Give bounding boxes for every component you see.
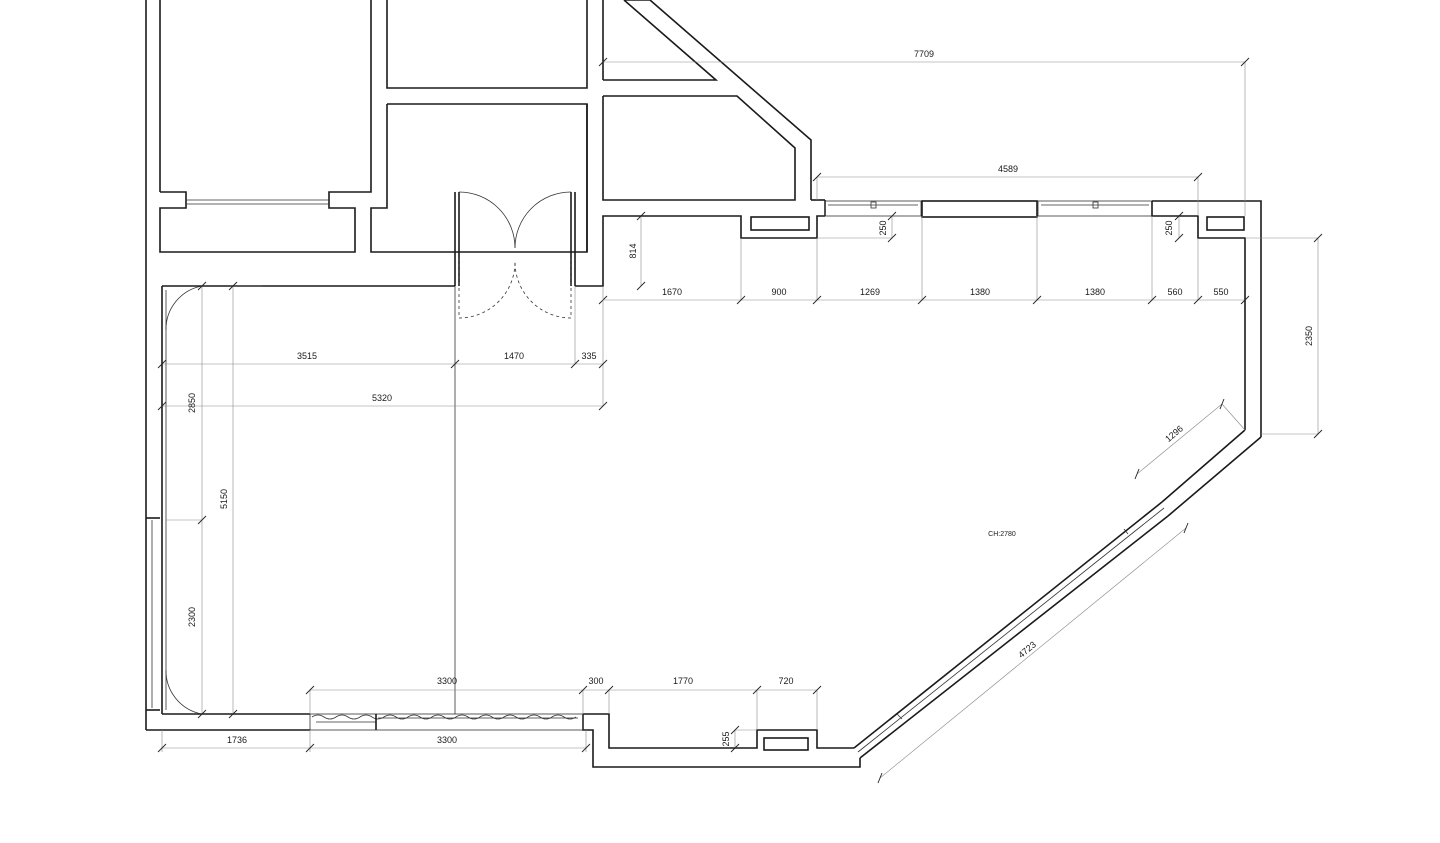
- dim-560: 560: [1167, 287, 1182, 297]
- top-window-run: [824, 200, 1262, 517]
- dim-814: 814: [628, 243, 638, 258]
- dim-255: 255: [721, 731, 731, 746]
- dim-3300-top: 3300: [437, 676, 457, 686]
- dim-1736: 1736: [227, 735, 247, 745]
- dim-3515: 3515: [297, 351, 317, 361]
- dim-1470: 1470: [504, 351, 524, 361]
- dim-5150: 5150: [219, 489, 229, 509]
- dim-4723: 4723: [1016, 639, 1038, 660]
- dimension-lines: [157, 57, 1323, 784]
- dim-1770: 1770: [673, 676, 693, 686]
- dim-2300: 2300: [187, 607, 197, 627]
- dim-720: 720: [778, 676, 793, 686]
- ceiling-height-label: CH:2780: [988, 531, 1016, 538]
- dim-1380-b: 1380: [1085, 287, 1105, 297]
- upper-walls: [145, 0, 826, 730]
- dim-7709: 7709: [914, 49, 934, 59]
- dim-550: 550: [1213, 287, 1228, 297]
- dim-1269: 1269: [860, 287, 880, 297]
- dim-300: 300: [588, 676, 603, 686]
- dim-250-b: 250: [1164, 220, 1174, 235]
- diagonal-window-wall: [853, 501, 1169, 759]
- bottom-walls: [146, 713, 861, 768]
- dimension-labels: 7709 4589 814 250 250 1670 900 1269 1380…: [187, 49, 1314, 747]
- dim-3300-bottom: 3300: [437, 735, 457, 745]
- dim-900: 900: [771, 287, 786, 297]
- dim-4589: 4589: [998, 164, 1018, 174]
- dim-5320: 5320: [372, 393, 392, 403]
- dim-2850: 2850: [187, 393, 197, 413]
- dim-1670: 1670: [662, 287, 682, 297]
- dim-2350: 2350: [1304, 326, 1314, 346]
- dim-1296: 1296: [1163, 423, 1185, 444]
- dim-335: 335: [581, 351, 596, 361]
- dim-1380-a: 1380: [970, 287, 990, 297]
- dim-250-a: 250: [878, 220, 888, 235]
